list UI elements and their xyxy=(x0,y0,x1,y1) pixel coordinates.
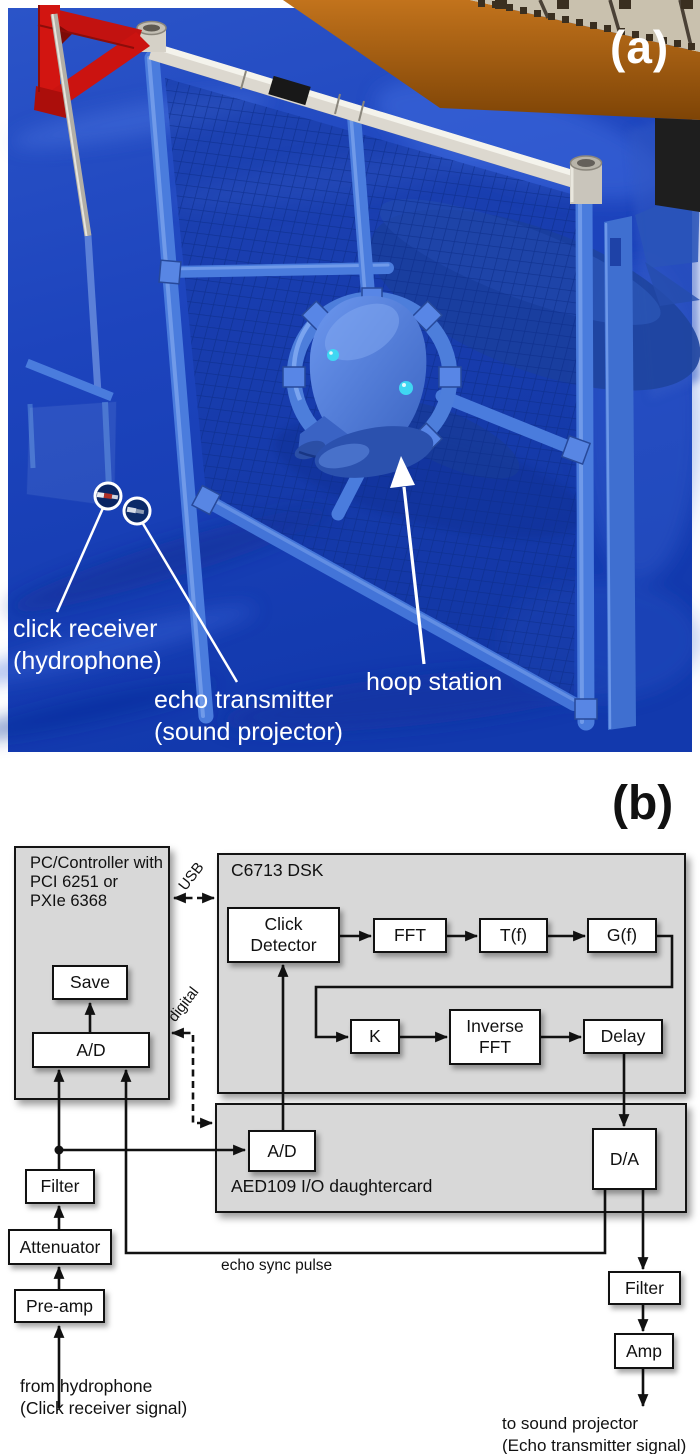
preamp-block: Pre-amp xyxy=(14,1289,105,1323)
panel-b-diagram: (b) xyxy=(0,760,700,1454)
panel-a-scene: click receiver (hydrophone) echo transmi… xyxy=(0,0,700,752)
mount-plate xyxy=(27,402,116,506)
black-band-marker xyxy=(268,75,311,106)
hoop-station-label: hoop station xyxy=(366,668,503,696)
click-detector-block: Click Detector xyxy=(227,907,340,963)
mid-horizontal-pipe xyxy=(162,262,394,278)
dock xyxy=(283,0,700,212)
delay-block: Delay xyxy=(583,1019,663,1054)
plank-notches xyxy=(478,0,695,50)
instrument-callouts xyxy=(55,456,426,683)
dolphin-eye-right xyxy=(399,381,413,395)
hoop-top-support-pipe xyxy=(347,109,375,301)
daughtercard-label: AED109 I/O daughtercard xyxy=(231,1176,433,1196)
hoop-station-arrowhead xyxy=(390,456,415,488)
ad-io-block: A/D xyxy=(248,1130,316,1172)
dolphin-eye-left xyxy=(327,349,339,361)
sound-projector-output-label: to sound projector (Echo transmitter sig… xyxy=(502,1414,687,1454)
davit-pole xyxy=(50,13,92,237)
amp-block: Amp xyxy=(614,1333,674,1369)
pipe-tee-joint xyxy=(570,162,602,204)
dsk-label: C6713 DSK xyxy=(231,860,324,880)
davit-pole-underwater xyxy=(84,235,102,394)
panel-a-corner-label: (a) xyxy=(610,21,670,73)
save-block: Save xyxy=(52,965,128,1000)
dock-deck-planks xyxy=(470,0,700,52)
right-post-bar xyxy=(604,216,636,730)
gf-block: G(f) xyxy=(587,918,657,953)
filter-tx-block: Filter xyxy=(608,1271,681,1305)
hoop-right-support-pipe xyxy=(435,389,583,457)
gf-to-k-feedback-line xyxy=(314,934,674,1043)
da-block: D/A xyxy=(592,1128,657,1190)
echo-transmitter-label: echo transmitter (sound projector) xyxy=(154,686,343,746)
hydrophone-device xyxy=(96,491,119,500)
echo-sync-pulse-label: echo sync pulse xyxy=(221,1257,333,1274)
left-frame-pipe xyxy=(144,50,214,724)
click-receiver-label: click receiver (hydrophone) xyxy=(13,615,162,675)
panel-b-corner-label: (b) xyxy=(612,777,674,830)
pvc-frame xyxy=(144,50,636,731)
ad-pc-block: A/D xyxy=(32,1032,150,1068)
junction-dot xyxy=(54,1145,64,1155)
inverse-fft-block: Inverse FFT xyxy=(449,1009,541,1065)
right-frame-pipe xyxy=(575,191,595,731)
echo-transmitter-leader-line xyxy=(140,521,239,683)
signal-flow-lines xyxy=(53,892,674,1408)
filter-rx-block: Filter xyxy=(25,1169,95,1204)
attenuator-block: Attenuator xyxy=(8,1229,112,1265)
digital-dashed-link xyxy=(170,1027,214,1129)
hydrophone-input-label: from hydrophone (Click receiver signal) xyxy=(20,1376,188,1418)
click-receiver-leader-line xyxy=(55,507,105,613)
dock-fascia-board xyxy=(283,0,700,120)
dock-underside xyxy=(655,118,700,212)
pc-controller-label: PC/Controller with PCI 6251 or PXIe 6368 xyxy=(30,854,163,910)
hoop-station-arrow-shaft xyxy=(402,486,426,665)
sound-projector-device xyxy=(126,506,145,515)
fft-block: FFT xyxy=(373,918,447,953)
k-block: K xyxy=(350,1019,400,1054)
pipe-joint-collars xyxy=(158,259,598,720)
top-rail-pipe xyxy=(136,20,603,204)
echo-sync-pulse-line xyxy=(120,1068,607,1255)
underwater-scene-rendering xyxy=(0,0,700,752)
tf-block: T(f) xyxy=(479,918,548,953)
instrument-mount xyxy=(25,358,116,506)
davit-bracket xyxy=(34,5,150,394)
bottom-rail-pipe xyxy=(199,493,581,711)
